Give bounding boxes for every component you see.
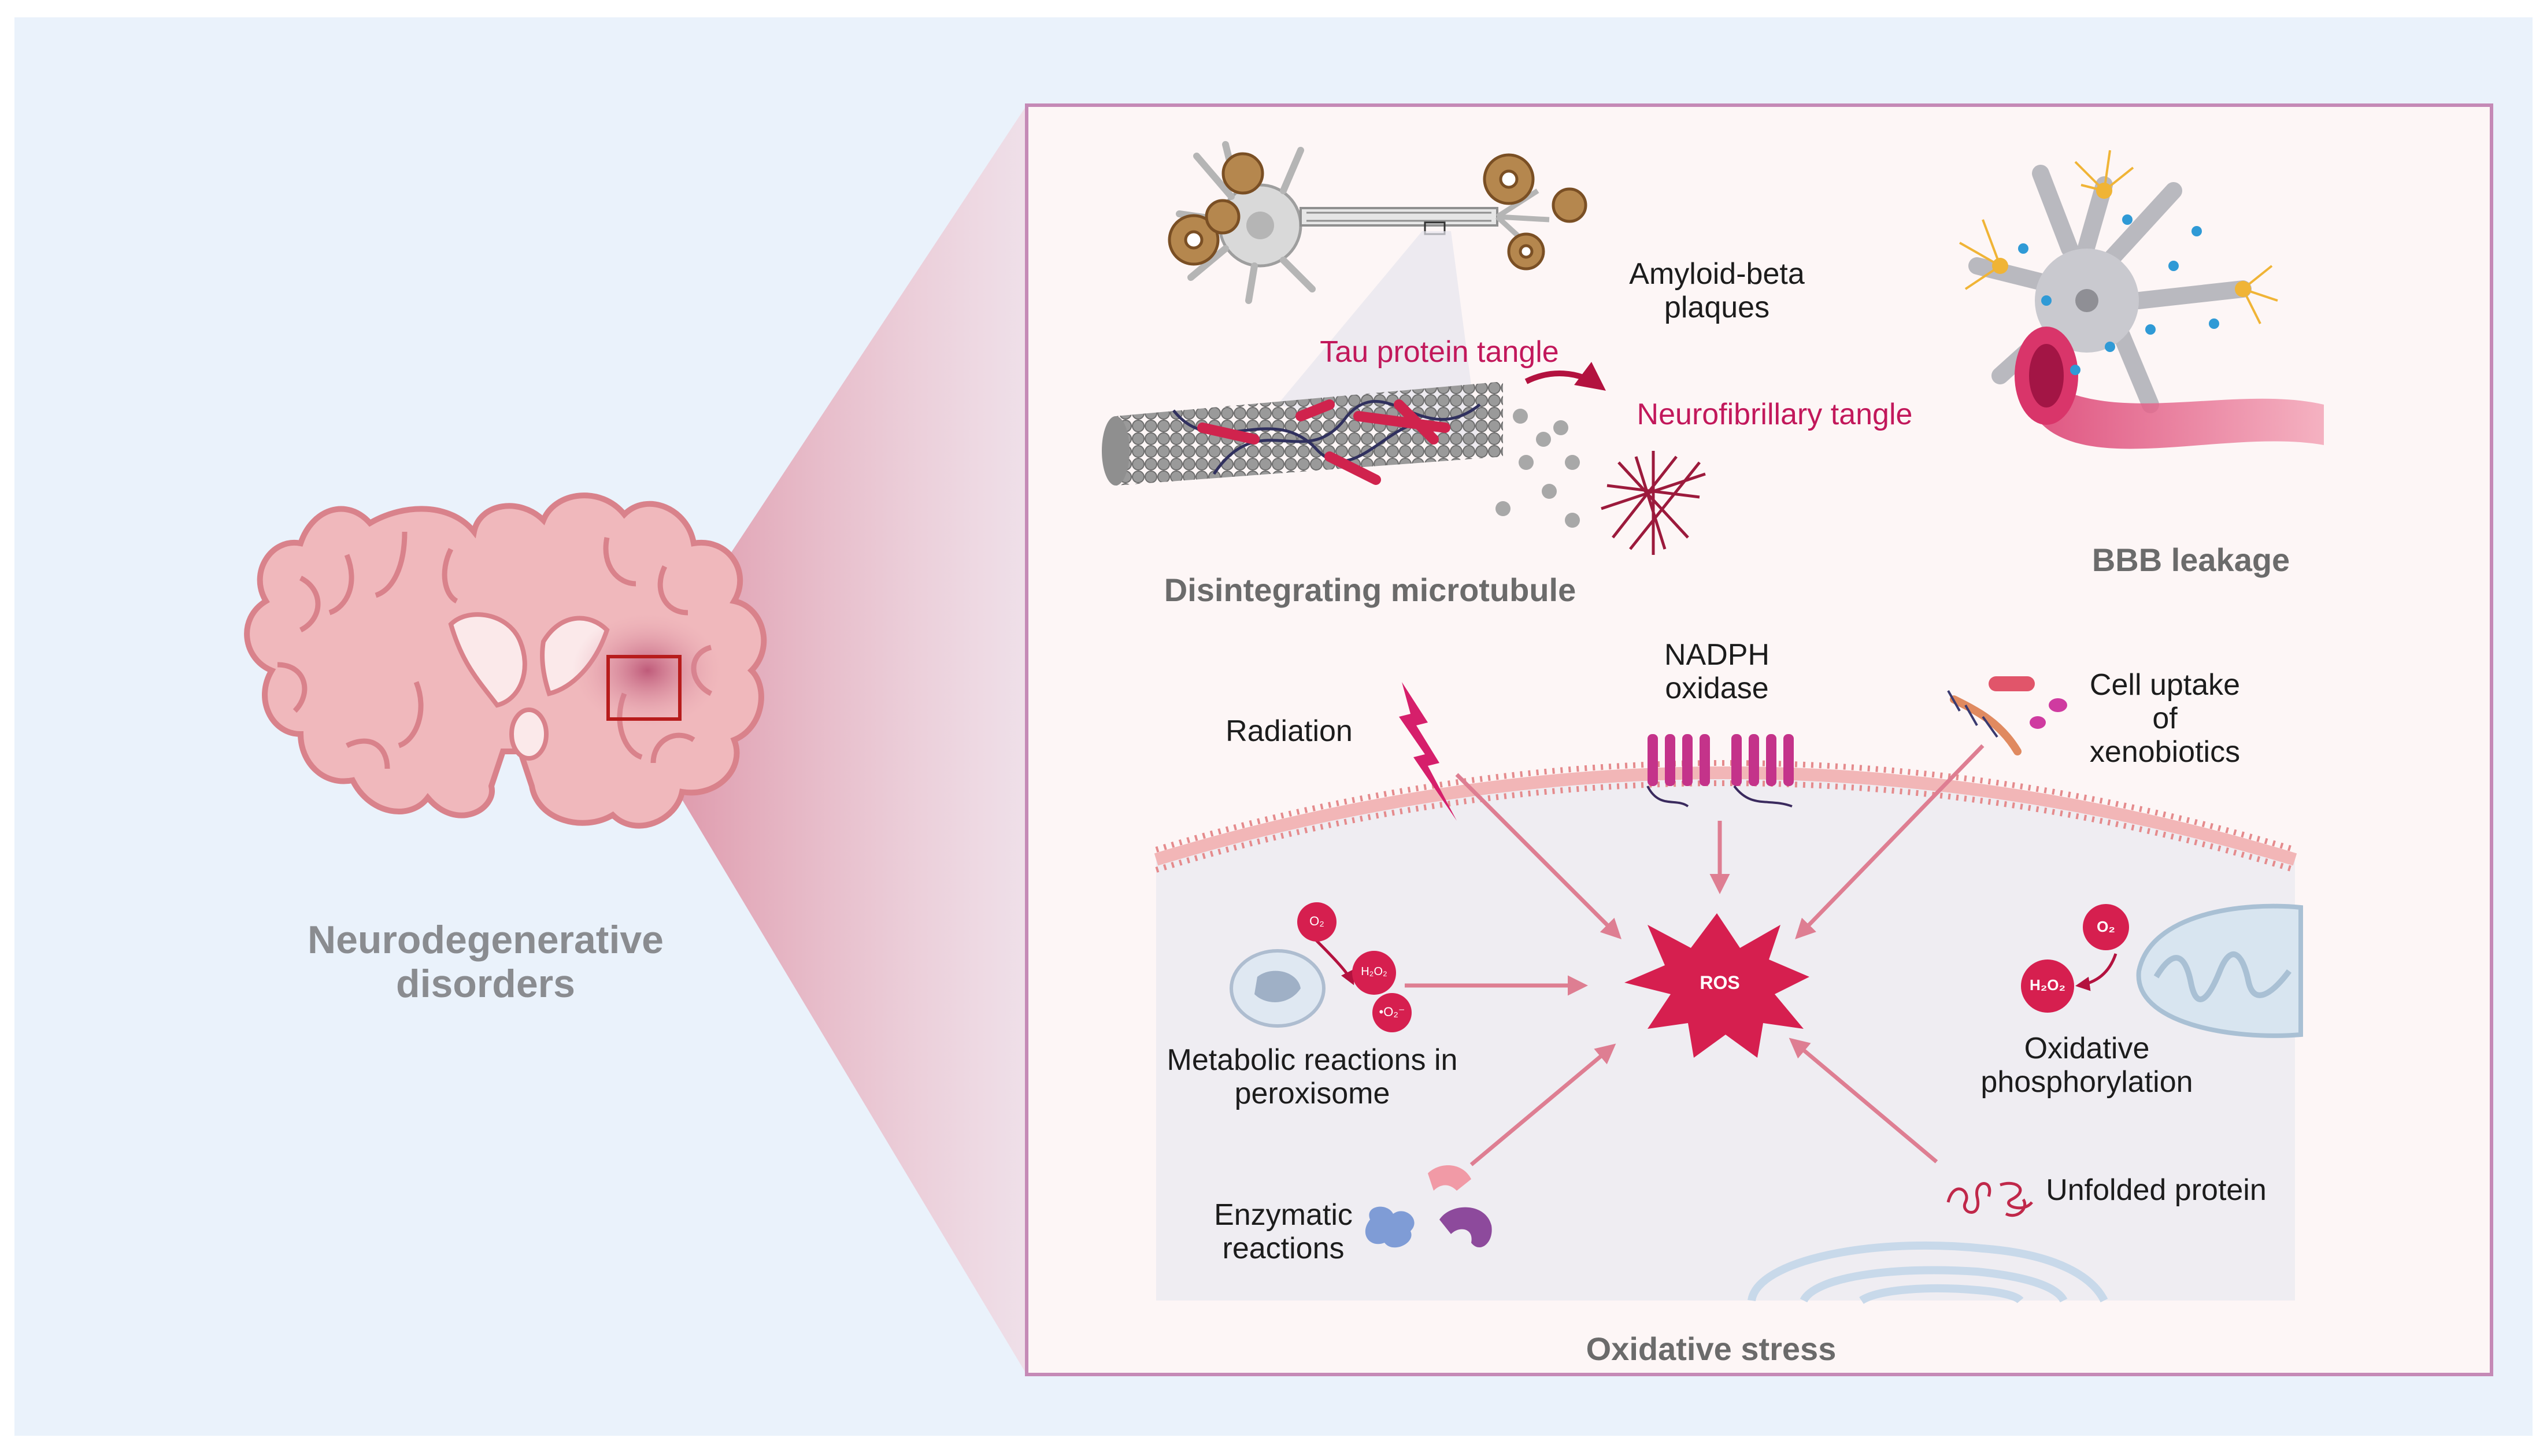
unfolded-protein-label: Unfolded protein xyxy=(2046,1173,2267,1207)
o2-mito-label: O₂ xyxy=(2097,918,2115,935)
h2o2-peroxisome-label: H₂O₂ xyxy=(1361,965,1387,978)
radiation-label: Radiation xyxy=(1226,714,1353,748)
brain-icon xyxy=(244,492,767,829)
enzyme-icon xyxy=(1365,1165,1492,1248)
o2-peroxisome-label: O₂ xyxy=(1309,914,1324,928)
neurofibrillary-tangle-icon xyxy=(1601,451,1706,555)
nft-label: Neurofibrillary tangle xyxy=(1637,398,1913,431)
lightning-icon xyxy=(1399,682,1457,821)
tubulin-fragments xyxy=(1495,409,1580,528)
xenobiotic-icon xyxy=(1947,676,2067,755)
ros-label: ROS xyxy=(1700,972,1740,993)
peroxisome-label-line2: peroxisome xyxy=(1234,1077,1390,1111)
zoom-beam xyxy=(653,105,1027,1375)
nadph-label-line1: NADPH xyxy=(1664,638,1770,672)
xenobiotics-label-line3: xenobiotics xyxy=(2089,735,2241,769)
mitochondrion-icon xyxy=(2136,903,2303,1038)
enzymatic-label-line1: Enzymatic xyxy=(1214,1198,1353,1232)
amyloid-label-line2: plaques xyxy=(1664,291,1770,325)
amyloid-plaque-icon xyxy=(1168,152,1587,271)
endoplasmic-reticulum-icon xyxy=(1748,1241,2108,1305)
xenobiotics-label-line1: Cell uptake xyxy=(2089,668,2241,702)
bbb-label: BBB leakage xyxy=(2091,542,2290,578)
nadph-label: NADPH oxidase xyxy=(1630,638,1804,705)
left-title-line2: disorders xyxy=(396,962,575,1006)
leaking-molecules xyxy=(2018,214,2219,375)
region-of-interest-glow xyxy=(572,613,723,728)
superoxide-label: •O₂⁻ xyxy=(1379,1005,1405,1019)
tau-label: Tau protein tangle xyxy=(1320,335,1559,369)
left-title: Neurodegenerative disorders xyxy=(289,918,682,1006)
left-title-line1: Neurodegenerative xyxy=(308,918,664,962)
microtubule-icon xyxy=(1102,381,1503,486)
blood-vessel-icon xyxy=(2015,327,2324,449)
enzymatic-label: Enzymatic reactions xyxy=(1191,1198,1376,1265)
tau-arrow xyxy=(1524,362,1606,391)
unfolded-protein-icon xyxy=(1946,1181,2033,1217)
neuron-icon xyxy=(1176,141,1550,304)
cell-membrane xyxy=(1154,760,2297,873)
oxphos-label-line2: phosphorylation xyxy=(1980,1065,2193,1099)
enzymatic-label-line2: reactions xyxy=(1222,1232,1345,1266)
ros-burst-icon xyxy=(1624,913,1809,1058)
h2o2-mito-label: H₂O₂ xyxy=(2029,976,2066,994)
nadph-oxidase-icon xyxy=(1646,734,1794,807)
ros-molecules-mitochondrion xyxy=(2021,904,2129,1013)
peroxisome-icon xyxy=(1230,935,1354,1028)
region-of-interest-box xyxy=(606,655,682,721)
oxphos-label-line1: Oxidative xyxy=(2024,1032,2150,1065)
oxidative-stress-label: Oxidative stress xyxy=(1586,1331,1837,1367)
amyloid-label-line1: Amyloid-beta xyxy=(1629,257,1805,291)
ros-molecules-peroxisome xyxy=(1297,902,1412,1032)
peroxisome-label: Metabolic reactions in peroxisome xyxy=(1145,1043,1480,1110)
xenobiotics-label-line2: of xyxy=(2152,702,2178,736)
peroxisome-label-line1: Metabolic reactions in xyxy=(1167,1043,1458,1077)
ros-arrows xyxy=(1405,744,1985,1166)
amyloid-label: Amyloid-beta plaques xyxy=(1595,257,1838,324)
nadph-label-line2: oxidase xyxy=(1665,672,1769,706)
microtubule-label: Disintegrating microtubule xyxy=(1164,572,1576,608)
oxphos-label: Oxidative phosphorylation xyxy=(1960,1032,2214,1099)
xenobiotics-label: Cell uptake of xenobiotics xyxy=(2058,668,2272,769)
